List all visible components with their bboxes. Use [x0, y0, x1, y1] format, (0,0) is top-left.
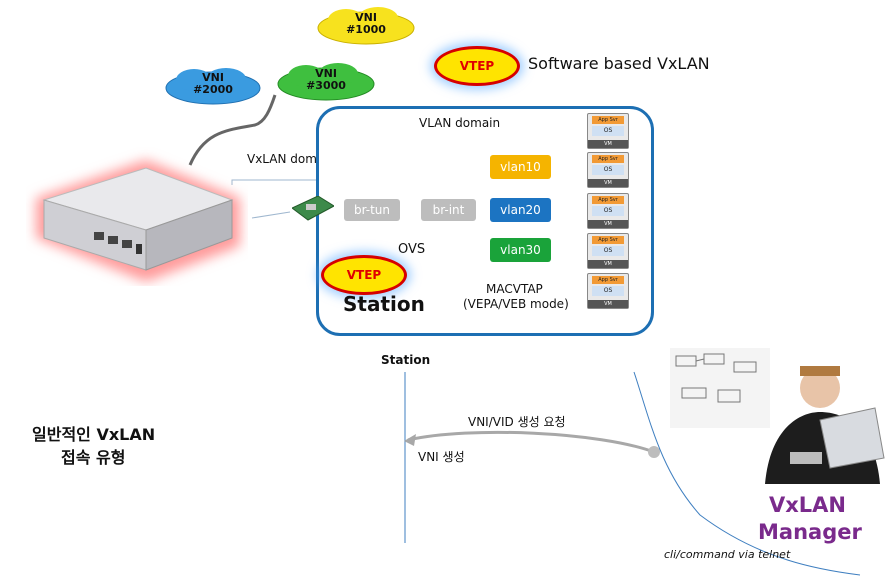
macvtap-label: MACVTAP [486, 282, 543, 296]
vxlan-domain-label: VxLAN domain [247, 152, 336, 166]
cloud-vni-3000: VNI#3000 [276, 62, 376, 102]
station-title: Station [343, 292, 425, 316]
left-title-line2: 접속 유형 [61, 448, 126, 467]
vlan10-box: vlan10 [490, 155, 551, 179]
cloud-label: VNI#1000 [346, 11, 386, 36]
cloud-icon [165, 68, 261, 105]
cloud-label: VNI#2000 [193, 71, 233, 96]
cloud-icon [317, 7, 415, 45]
nic-card-icon [291, 195, 335, 222]
vtep-badge-top: VTEP [434, 46, 520, 86]
seq-response-label: VNI 생성 [418, 450, 465, 464]
vlan30-box: vlan30 [490, 238, 551, 262]
person-at-laptop-icon [670, 348, 885, 484]
vlan-domain-label: VLAN domain [419, 116, 501, 130]
macvtap-mode-label: (VEPA/VEB mode) [463, 297, 569, 311]
cloud-icon [277, 63, 375, 101]
switch-device [26, 138, 248, 286]
vlan20-box: vlan20 [490, 198, 551, 222]
br-tun-box: br-tun [344, 199, 400, 221]
seq-request-label: VNI/VID 생성 요청 [468, 415, 566, 429]
left-title-line1: 일반적인 VxLAN [32, 425, 156, 444]
vtep-badge-station: VTEP [321, 255, 407, 295]
manager-photo [670, 348, 892, 484]
manager-title-line1: VxLAN [769, 493, 847, 517]
manager-title-line2: Manager [758, 520, 862, 544]
seq-station-label: Station [381, 353, 431, 367]
cloud-vni-2000: VNI#2000 [164, 66, 262, 106]
cli-label: cli/command via telnet [664, 548, 791, 561]
ovs-label: OVS [398, 242, 426, 257]
cloud-label: VNI#3000 [306, 67, 346, 92]
br-int-box: br-int [421, 199, 476, 221]
software-vxlan-label: Software based VxLAN [528, 54, 710, 73]
cloud-vni-1000: VNI#1000 [316, 6, 416, 46]
switch-icon [36, 160, 240, 282]
